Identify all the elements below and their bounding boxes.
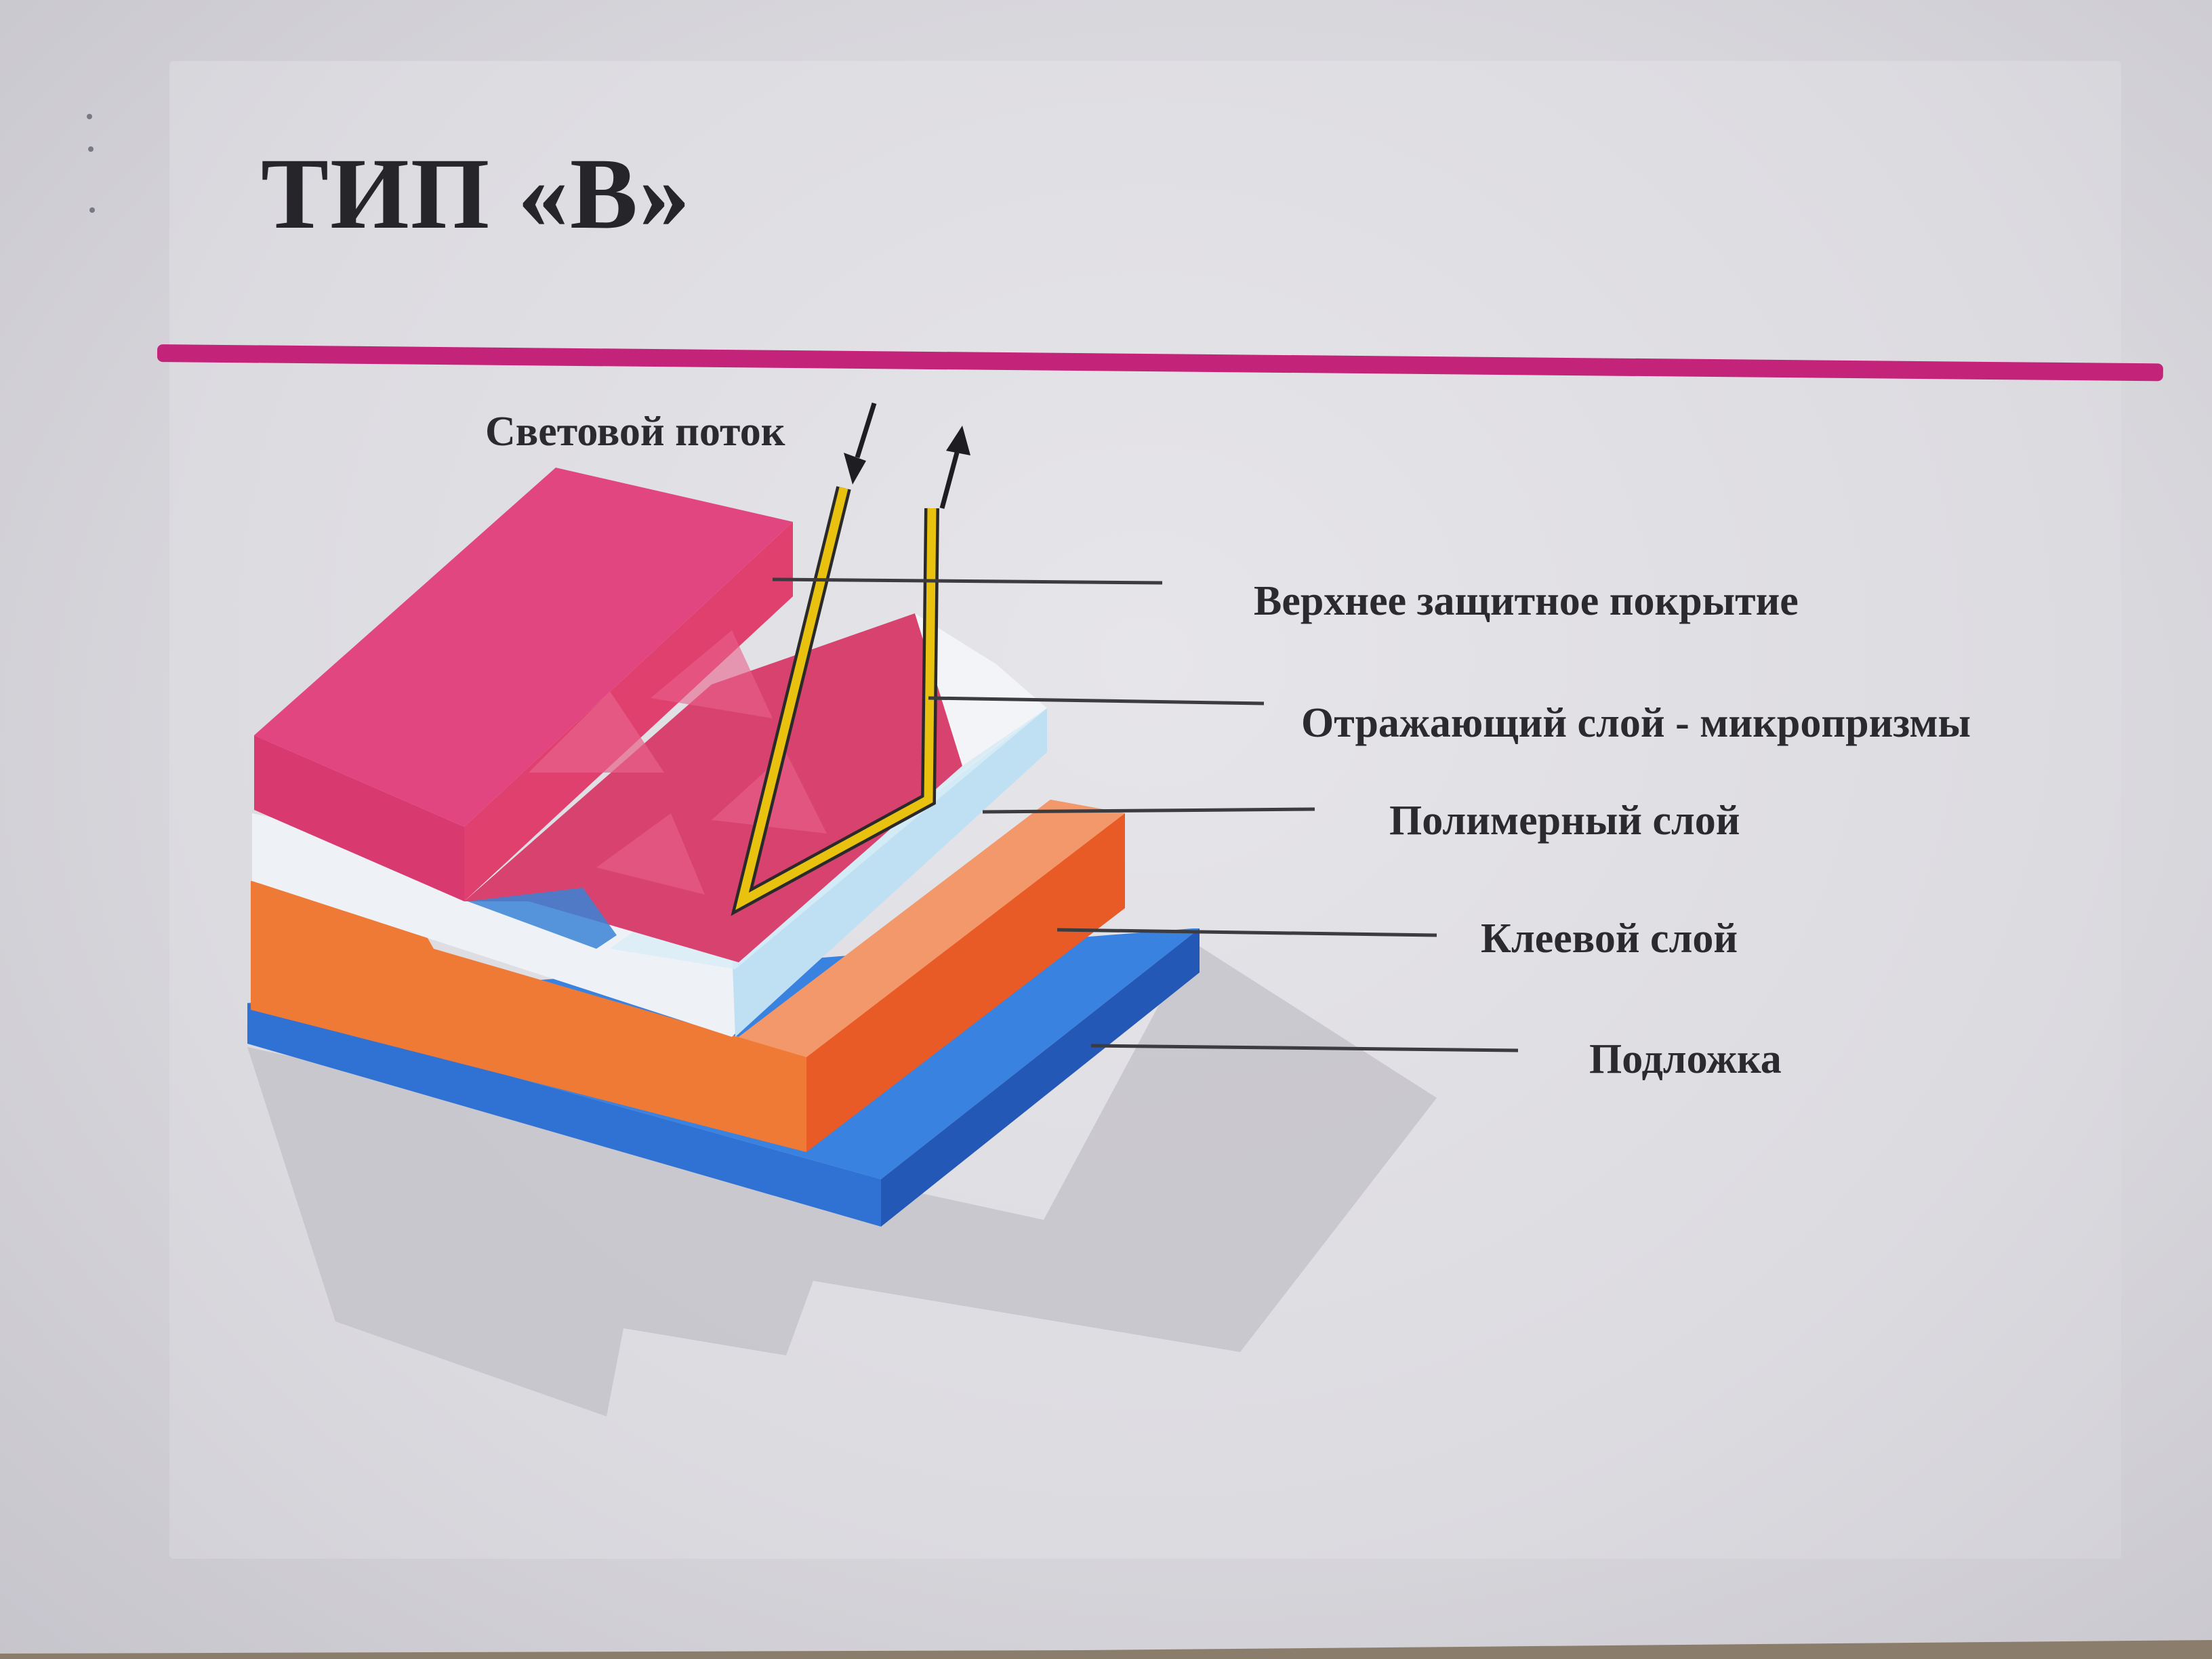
leader-line-substrate [1090, 1044, 1519, 1052]
outgoing-arrow-icon [939, 426, 970, 509]
leader-line-adhesive [1057, 928, 1437, 937]
label-polymer: Полимерный слой [1389, 798, 1740, 844]
label-microprism: Отражающий слой - микропризмы [1301, 700, 1971, 746]
leader-line-polymer [982, 807, 1315, 814]
label-adhesive: Клеевой слой [1481, 916, 1738, 962]
top-coating-layer [254, 468, 793, 901]
label-top-coating: Верхнее защитное покрытие [1254, 578, 1799, 624]
leader-line-microprism [928, 696, 1265, 705]
leader-lines [772, 577, 1519, 1052]
light-flux-label: Световой поток [485, 409, 785, 455]
light-ray [731, 486, 939, 916]
leader-line-top-coating [772, 577, 1163, 585]
adhesive-layer [251, 800, 1125, 1152]
incoming-arrow-icon [844, 402, 877, 485]
page-title: ТИП «В» [261, 138, 691, 250]
label-substrate: Подложка [1589, 1036, 1782, 1082]
